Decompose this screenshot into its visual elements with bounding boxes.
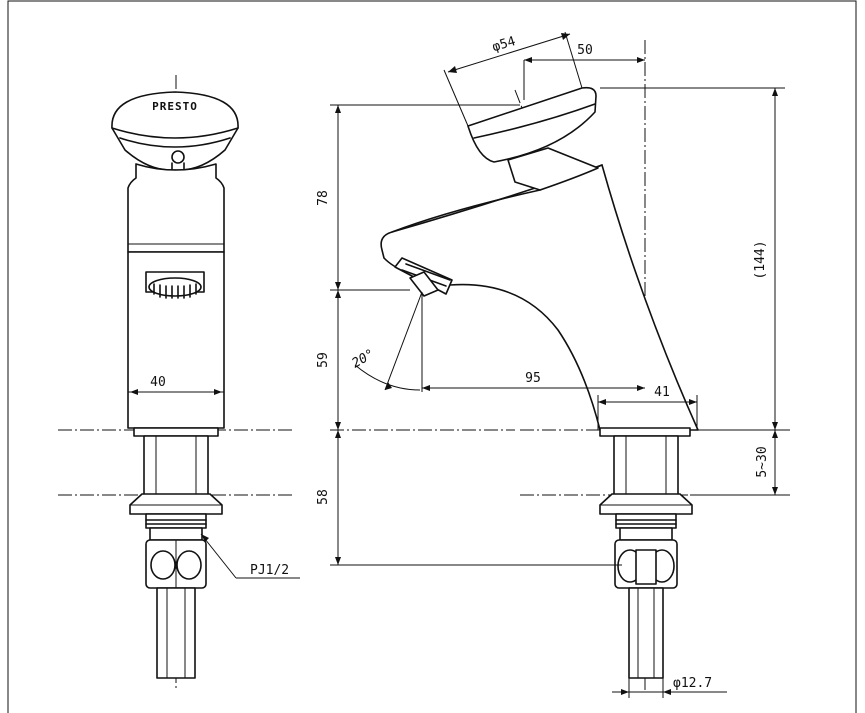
dim-spout-reach (422, 385, 645, 391)
drawing-border (7, 0, 857, 713)
thread-leader (200, 533, 300, 579)
side-push-button (467, 86, 599, 191)
side-coupling-nut (614, 527, 678, 589)
logo-mark: PRESTO (152, 100, 198, 113)
dim-height-upper-label: 78 (316, 190, 331, 206)
dim-counter-thickness (772, 430, 778, 495)
dim-shank-length-label: 58 (316, 489, 331, 505)
dim-spout-reach-label: 95 (525, 371, 541, 386)
spout-body (380, 164, 699, 431)
dim-tube-diameter-label: φ12.7 (673, 676, 712, 691)
front-push-button: PRESTO (111, 91, 239, 184)
front-shank (143, 435, 209, 497)
front-coupling-nut (145, 527, 207, 589)
dim-spray-angle (354, 291, 423, 392)
side-locknut (599, 493, 693, 515)
thread-label: PJ1/2 (250, 563, 289, 578)
front-locknut (129, 493, 223, 515)
dim-tube-diameter (612, 678, 727, 698)
dim-front-width-label: 40 (150, 375, 166, 390)
front-base (133, 427, 219, 437)
dim-height-lower (335, 290, 341, 430)
dim-total-height (772, 88, 778, 430)
dim-spray-angle-label: 20° (350, 347, 378, 372)
side-aerator (394, 257, 453, 297)
side-supply-tube (628, 587, 664, 679)
side-base (599, 427, 691, 437)
dim-head-offset (523, 57, 645, 100)
dim-head-diameter-label: φ54 (491, 34, 518, 55)
front-view: PRESTO (58, 75, 300, 690)
dim-base-width (597, 395, 698, 430)
dim-front-width (130, 389, 222, 395)
side-view: 78 59 58 (144) 5~30 (316, 31, 790, 698)
dim-height-lower-label: 59 (316, 352, 331, 368)
dim-base-width-label: 41 (654, 385, 670, 400)
dim-shank-length (335, 430, 341, 565)
dim-head-offset-label: 50 (577, 43, 593, 58)
front-aerator (145, 271, 205, 299)
front-supply-tube (156, 587, 196, 679)
dim-total-height-label: (144) (753, 240, 768, 279)
dim-height-upper (335, 105, 341, 290)
dim-counter-thickness-label: 5~30 (755, 446, 770, 477)
side-shank (613, 435, 679, 497)
front-neck (127, 163, 225, 253)
